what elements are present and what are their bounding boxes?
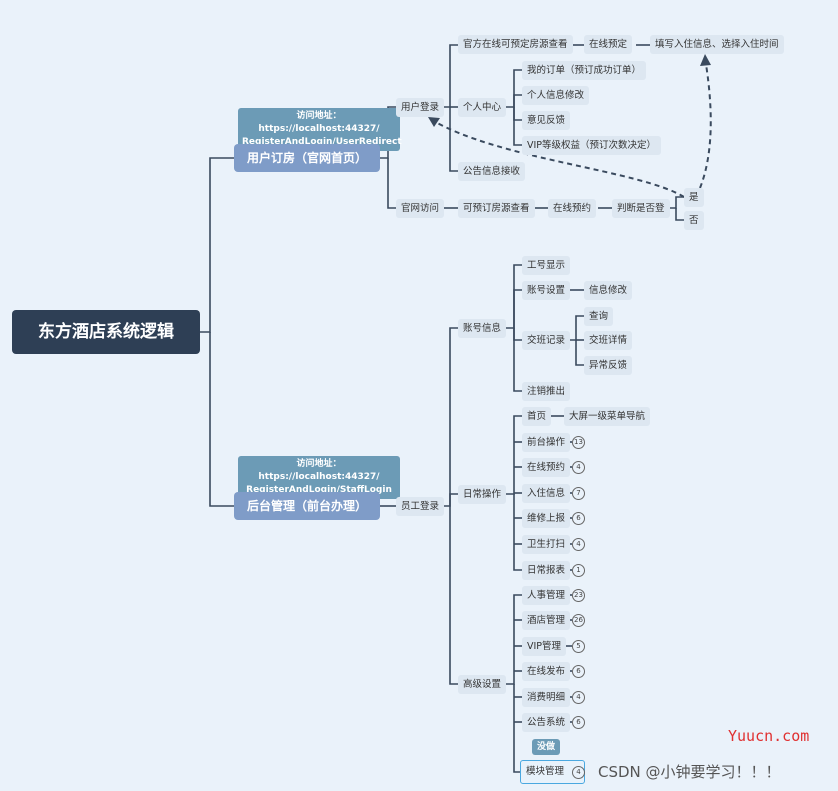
advanced-node[interactable]: 高级设置 [458, 675, 507, 694]
account-settings-node[interactable]: 账号设置 [522, 281, 571, 300]
advanced-item[interactable]: 酒店管理 [522, 611, 571, 630]
advanced-item[interactable]: 消费明细 [522, 688, 571, 707]
advanced-item[interactable]: 人事管理 [522, 586, 571, 605]
pc-item-vip[interactable]: VIP等级权益（预订次数决定） [522, 136, 662, 155]
staff-branch-node[interactable]: 后台管理（前台办理） [234, 492, 380, 520]
shift-record-node[interactable]: 交班记录 [522, 331, 571, 350]
shift-detail-node[interactable]: 交班详情 [584, 331, 633, 350]
personal-center-node[interactable]: 个人中心 [458, 98, 507, 117]
todo-tag: 没做 [532, 739, 561, 755]
info-edit-node[interactable]: 信息修改 [584, 281, 633, 300]
user-branch-node[interactable]: 用户订房（官网首页） [234, 144, 380, 172]
id-show-node[interactable]: 工号显示 [522, 256, 571, 275]
callout-line: RegisterAndLogin/StaffLogin [246, 485, 392, 495]
account-node[interactable]: 账号信息 [458, 319, 507, 338]
online-reserve-node[interactable]: 在线预定 [584, 35, 633, 54]
check-login-node[interactable]: 判断是否登 [612, 199, 670, 218]
user-url-callout: 访问地址：https://localhost:44327/ RegisterAn… [238, 108, 402, 151]
yes-node[interactable]: 是 [684, 188, 704, 207]
advanced-item-selected[interactable]: 模块管理 [520, 760, 585, 784]
advanced-item[interactable]: 公告系统 [522, 713, 571, 732]
pc-item-orders[interactable]: 我的订单（预订成功订单） [522, 61, 647, 80]
daily-item[interactable]: 入住信息 [522, 484, 571, 503]
user-login-node[interactable]: 用户登录 [396, 98, 445, 117]
callout-line: RegisterAndLogin/UserRedirect [242, 137, 402, 147]
fill-info-node[interactable]: 填写入住信息、选择入住时间 [650, 35, 784, 54]
relation-arrow-yes-to-fill [699, 57, 712, 189]
count-badge[interactable]: 13 [572, 436, 585, 449]
count-badge[interactable]: 4 [572, 538, 585, 551]
daily-item[interactable]: 前台操作 [522, 433, 571, 452]
count-badge[interactable]: 5 [572, 640, 585, 653]
staff-login-node[interactable]: 员工登录 [396, 497, 445, 516]
count-badge[interactable]: 6 [572, 716, 585, 729]
count-badge[interactable]: 6 [572, 665, 585, 678]
daily-home-node[interactable]: 首页 [522, 407, 552, 426]
relation-arrow-yes-to-login [431, 119, 685, 198]
advanced-item[interactable]: VIP管理 [522, 637, 567, 656]
count-badge[interactable]: 1 [572, 564, 585, 577]
count-badge[interactable]: 4 [572, 691, 585, 704]
callout-line: 访问地址：https://localhost:44327/ [258, 111, 380, 134]
pc-item-feedback[interactable]: 意见反馈 [522, 111, 571, 130]
daily-item[interactable]: 卫生打扫 [522, 535, 571, 554]
advanced-item[interactable]: 在线发布 [522, 662, 571, 681]
view-rooms-node[interactable]: 可预订房源查看 [458, 199, 535, 218]
logout-node[interactable]: 注销推出 [522, 382, 571, 401]
daily-item[interactable]: 维修上报 [522, 509, 571, 528]
pc-item-profile[interactable]: 个人信息修改 [522, 86, 590, 105]
count-badge[interactable]: 6 [572, 512, 585, 525]
count-badge[interactable]: 4 [572, 461, 585, 474]
csdn-watermark: CSDN @小钟要学习！！！ [598, 763, 781, 781]
visit-node[interactable]: 官网访问 [396, 199, 445, 218]
count-badge[interactable]: 7 [572, 487, 585, 500]
visit-reserve-node[interactable]: 在线预约 [548, 199, 597, 218]
daily-item[interactable]: 在线预约 [522, 458, 571, 477]
callout-line: 访问地址：https://localhost:44327/ [258, 459, 380, 482]
count-badge[interactable]: 23 [572, 589, 585, 602]
daily-node[interactable]: 日常操作 [458, 485, 507, 504]
no-node[interactable]: 否 [684, 211, 704, 230]
count-badge[interactable]: 26 [572, 614, 585, 627]
shift-query-node[interactable]: 查询 [584, 307, 614, 326]
notice-node[interactable]: 公告信息接收 [458, 162, 526, 181]
site-watermark: Yuucn.com [728, 727, 810, 745]
daily-home-sub-node[interactable]: 大屏一级菜单导航 [564, 407, 651, 426]
count-badge[interactable]: 4 [572, 766, 585, 779]
advanced-item-label: 模块管理 [526, 766, 565, 777]
root-node[interactable]: 东方酒店系统逻辑 [12, 310, 200, 354]
staff-url-callout: 访问地址：https://localhost:44327/ RegisterAn… [238, 456, 400, 499]
preorder-node[interactable]: 官方在线可预定房源查看 [458, 35, 573, 54]
daily-item[interactable]: 日常报表 [522, 561, 571, 580]
shift-exception-node[interactable]: 异常反馈 [584, 356, 633, 375]
